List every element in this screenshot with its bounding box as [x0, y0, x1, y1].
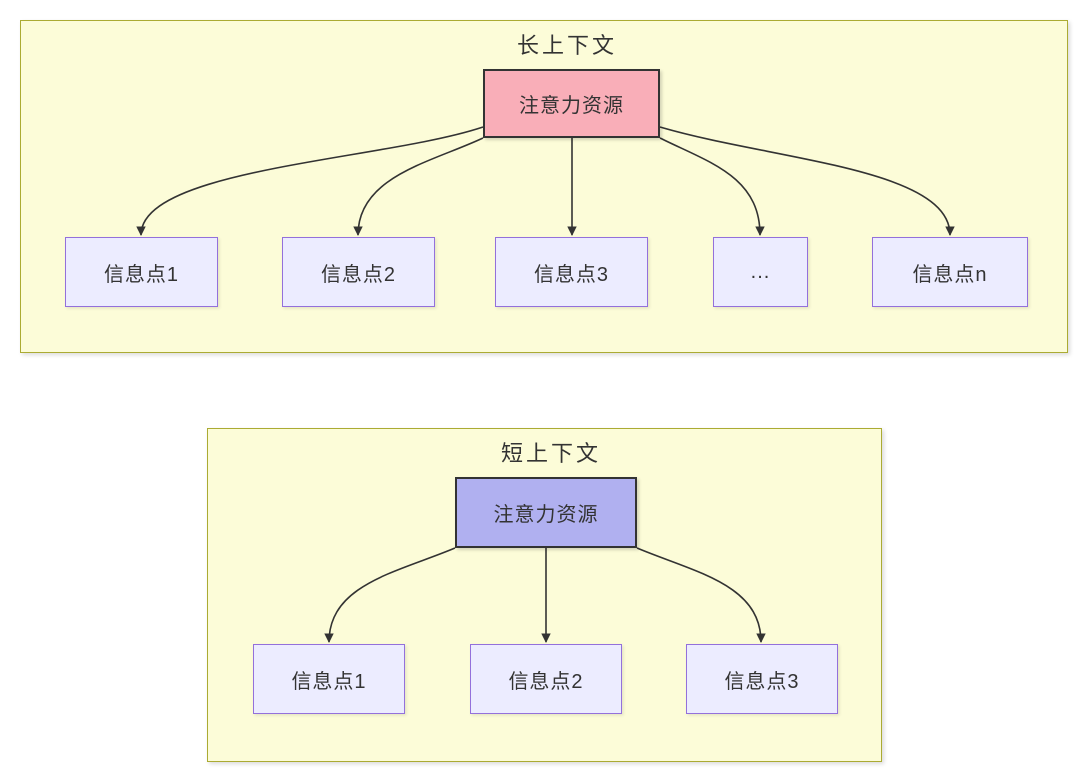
short-context-title: 短上下文 — [500, 441, 602, 466]
short-info-node-1: 信息点1 — [253, 644, 405, 714]
long-context-title: 长上下文 — [516, 33, 618, 58]
long-info-node-1: 信息点1 — [65, 237, 218, 307]
long-info-node-ellipsis: ... — [713, 237, 808, 307]
short-attention-node: 注意力资源 — [455, 477, 637, 548]
long-info-node-2: 信息点2 — [282, 237, 435, 307]
long-info-node-3: 信息点3 — [495, 237, 648, 307]
short-info-node-2: 信息点2 — [470, 644, 622, 714]
short-info-node-3: 信息点3 — [686, 644, 838, 714]
long-attention-node: 注意力资源 — [483, 69, 660, 138]
long-info-node-n: 信息点n — [872, 237, 1028, 307]
